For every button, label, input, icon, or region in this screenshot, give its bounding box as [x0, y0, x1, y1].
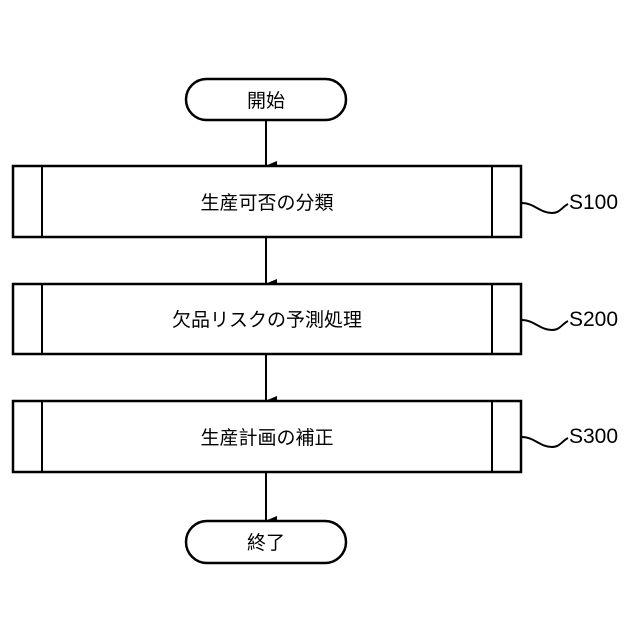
- step-callout-s200: S200: [522, 308, 618, 331]
- process-label-s300: 生産計画の補正: [200, 427, 333, 449]
- start-terminator: 開始: [186, 79, 346, 120]
- start-label: 開始: [247, 90, 285, 112]
- process-box-s300: 生産計画の補正: [13, 401, 521, 472]
- step-id-s300: S300: [569, 425, 618, 448]
- end-terminator: 終了: [186, 521, 346, 563]
- process-label-s200: 欠品リスクの予測処理: [172, 309, 362, 331]
- process-box-s100: 生産可否の分類: [13, 166, 521, 237]
- process-label-s100: 生産可否の分類: [200, 192, 333, 214]
- step-callout-s100: S100: [522, 191, 618, 214]
- step-id-s100: S100: [569, 191, 618, 214]
- step-callout-s300: S300: [522, 425, 618, 448]
- end-label: 終了: [247, 532, 285, 554]
- step-id-s200: S200: [569, 308, 618, 331]
- process-box-s200: 欠品リスクの予測処理: [13, 284, 521, 354]
